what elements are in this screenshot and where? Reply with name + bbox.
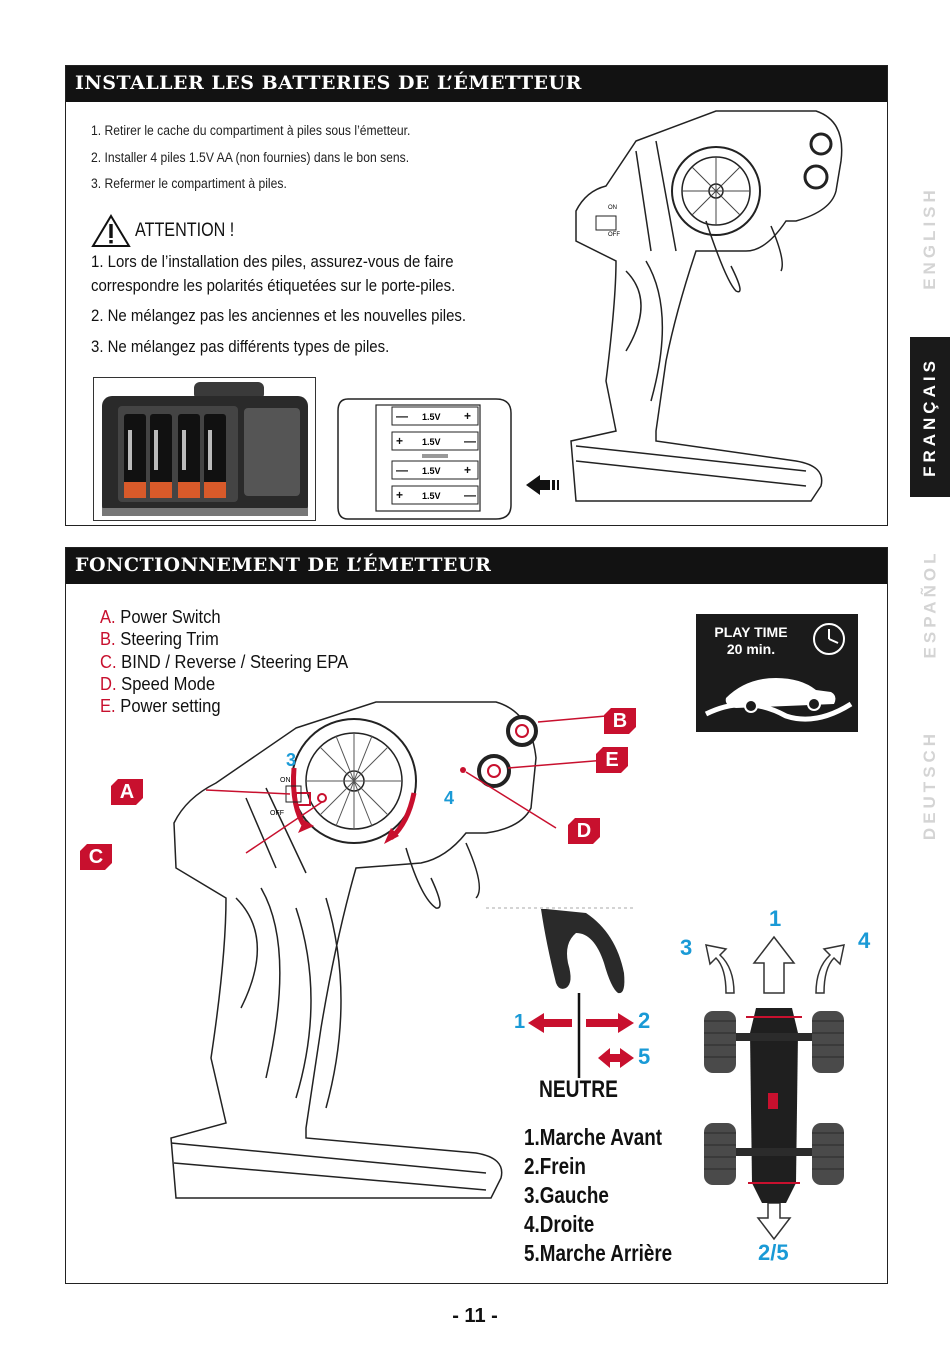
language-tab-spanish-label: ESPAÑOL [920, 549, 940, 658]
legend-item: A. Power Switch [100, 606, 348, 628]
play-time-box: PLAY TIME 20 min. [696, 614, 858, 732]
language-tab-german: DEUTSCH [910, 706, 950, 864]
warning-list: 1. Lors de l’installation des piles, ass… [91, 250, 561, 365]
transmitter-drawing: ON OFF [570, 110, 843, 502]
battery-label: 1.5V [422, 491, 441, 501]
switch-on-label: ON [608, 205, 617, 211]
svg-text:+: + [396, 434, 403, 448]
car-drift-icon [704, 678, 853, 722]
transmitter-control-drawing: ON OFF [170, 701, 607, 1199]
car-right-number: 4 [858, 928, 871, 953]
svg-text:+: + [396, 488, 403, 502]
legend-key: E. [100, 696, 116, 717]
install-steps: 1. Retirer le cache du compartiment à pi… [91, 118, 410, 198]
switch-off-label: OFF [608, 232, 620, 238]
car-forward-number: 1 [769, 906, 782, 931]
battery-install-section: INSTALLER LES BATTERIES DE L’ÉMETTEUR 1.… [65, 65, 888, 526]
legend-item: C. BIND / Reverse / Steering EPA [100, 651, 348, 673]
section-title: FONCTIONNEMENT DE L’ÉMETTEUR [66, 548, 887, 584]
legend-label: BIND / Reverse / Steering EPA [121, 651, 349, 672]
warning-line: 1. Lors de l’installation des piles, ass… [91, 252, 454, 271]
battery-holder-art: — + + — — + + — 1.5V 1.5V 1.5V 1.5V [337, 398, 512, 520]
section-title: INSTALLER LES BATTERIES DE L’ÉMETTEUR [66, 66, 887, 102]
trigger-brake-number: 2 [638, 1008, 651, 1033]
legend-label: Steering Trim [120, 629, 219, 650]
warning-line: 2. Ne mélangez pas les anciennes et les … [91, 306, 467, 325]
language-tab-french: FRANÇAIS [910, 337, 950, 497]
car-topview-diagram [704, 935, 845, 1241]
battery-photo-art [102, 382, 308, 516]
attention-title: ATTENTION ! [135, 220, 235, 241]
play-time-title: PLAY TIME [714, 624, 788, 640]
wheel-right-number: 4 [444, 788, 455, 808]
legend-item: E. Power setting [100, 695, 348, 717]
legend-label: Power setting [120, 696, 221, 717]
trigger-diagram [486, 907, 636, 1078]
install-step: 2. Installer 4 piles 1.5V AA (non fourni… [91, 149, 410, 165]
trigger-reverse-number: 5 [638, 1044, 651, 1069]
install-step: 3. Refermer le compartiment à piles. [91, 176, 287, 191]
neutral-label: NEUTRE [539, 1076, 618, 1103]
battery-compartment-photo [93, 377, 316, 521]
battery-label: 1.5V [422, 437, 441, 447]
switch-on-label: ON [280, 777, 291, 784]
legend-label: Power Switch [120, 607, 221, 627]
badge-e: E [596, 747, 628, 773]
function-item: 1.Marche Avant [524, 1124, 663, 1150]
play-time-value: 20 min. [726, 641, 776, 657]
battery-label: 1.5V [422, 466, 441, 476]
function-item: 5.Marche Arrière [524, 1240, 673, 1266]
function-item: 3.Gauche [524, 1182, 609, 1208]
play-time-text: PLAY TIME 20 min. [706, 624, 796, 658]
wheel-left-number: 3 [286, 750, 297, 770]
insert-arrow-icon [526, 475, 559, 495]
badge-b: B [604, 708, 636, 734]
function-item: 4.Droite [524, 1211, 595, 1237]
svg-text:—: — [396, 463, 408, 477]
language-tab-german-label: DEUTSCH [920, 729, 940, 841]
car-back-number: 2/5 [758, 1240, 789, 1265]
install-step: 1. Retirer le cache du compartiment à pi… [91, 123, 411, 138]
battery-label: 1.5V [422, 412, 441, 422]
page-number: - 11 - [452, 1305, 498, 1327]
svg-text:+: + [464, 409, 471, 423]
language-tab-english: ENGLISH [910, 160, 950, 315]
legend-key: B. [100, 629, 116, 650]
legend-item: B. Steering Trim [100, 628, 348, 650]
function-list: 1.Marche Avant 2.Frein 3.Gauche 4.Droite… [524, 1123, 705, 1268]
svg-text:+: + [464, 463, 471, 477]
trigger-forward-number: 1 [514, 1011, 526, 1033]
badge-c: C [80, 844, 112, 870]
language-tab-english-label: ENGLISH [920, 185, 939, 290]
clock-icon [813, 623, 845, 655]
attention-block: ATTENTION ! [91, 214, 252, 248]
svg-text:—: — [464, 488, 476, 502]
car-left-number: 3 [680, 935, 693, 960]
warning-line: 3. Ne mélangez pas différents types de p… [91, 336, 390, 356]
legend-label: Speed Mode [121, 673, 216, 694]
warning-icon [91, 214, 131, 247]
language-tab-french-label: FRANÇAIS [920, 357, 939, 477]
language-tab-spanish: ESPAÑOL [910, 525, 950, 682]
badge-a: A [111, 779, 143, 805]
legend-key: D. [100, 673, 117, 694]
battery-polarity-diagram: — + + — — + + — 1.5V 1.5V 1.5V 1.5V [336, 398, 516, 520]
legend-item: D. Speed Mode [100, 673, 348, 695]
legend-key: C. [100, 651, 117, 672]
svg-text:—: — [396, 409, 408, 423]
legend-key: A. [100, 607, 116, 627]
warning-line: correspondre les polarités étiquetées su… [91, 275, 456, 295]
switch-off-label: OFF [270, 810, 284, 817]
badge-d: D [568, 818, 600, 844]
control-legend: A. Power Switch B. Steering Trim C. BIND… [100, 606, 370, 717]
svg-text:—: — [464, 434, 476, 448]
transmitter-operation-section: FONCTIONNEMENT DE L’ÉMETTEUR A. Power Sw… [65, 547, 888, 1284]
function-item: 2.Frein [524, 1153, 586, 1179]
